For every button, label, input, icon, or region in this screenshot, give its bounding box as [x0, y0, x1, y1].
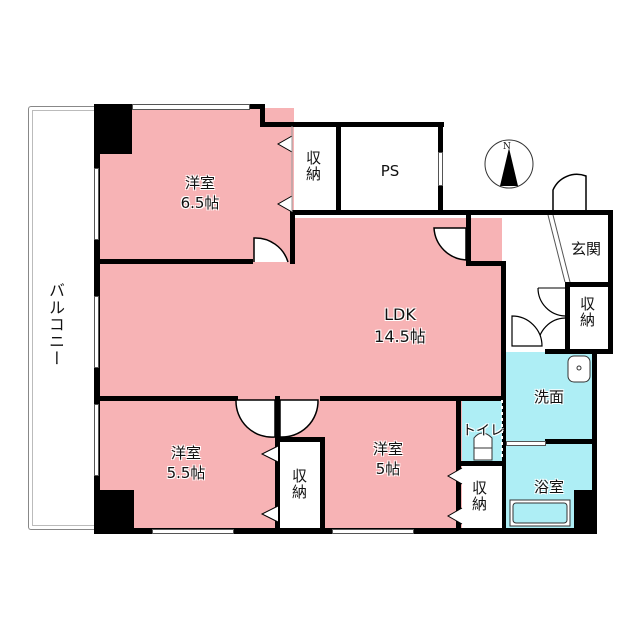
balcony-inner-line	[32, 110, 98, 526]
ps-label: PS	[380, 162, 400, 180]
ldk-notch-wall	[466, 210, 471, 266]
window-south-1	[152, 529, 234, 534]
room2-east-wall	[275, 396, 280, 534]
toilet-south-wall	[456, 461, 506, 466]
storage2-top	[275, 437, 325, 442]
storage2-right	[320, 437, 325, 534]
storage4-left	[565, 282, 570, 352]
storage-2-label: 収納	[290, 468, 308, 500]
western-room-1-name: 洋室	[184, 174, 215, 192]
entrance-label: 玄関	[570, 240, 601, 258]
entrance-north-wall	[466, 210, 612, 215]
western-room-3-size: 5帖	[375, 460, 401, 478]
ldk-south-wall-3	[456, 396, 506, 401]
western-room-3-name: 洋室	[372, 440, 403, 458]
western-room-1-size: 6.5帖	[180, 194, 220, 212]
compass-north-label: N	[503, 142, 511, 152]
storage-1	[294, 126, 336, 212]
window-north	[132, 104, 250, 110]
window-west-1	[94, 168, 99, 240]
door-entrance	[552, 173, 587, 210]
wash-bath-wall	[545, 439, 595, 444]
window-west-3	[94, 404, 99, 476]
storage4-top	[565, 282, 611, 287]
window-west-2	[94, 296, 99, 368]
ldk-name: LDK	[384, 305, 416, 324]
western-room-3	[322, 396, 462, 530]
wet-west-wall	[502, 396, 506, 534]
ldk-south-wall-2	[320, 396, 462, 401]
room1-east-wall	[290, 214, 295, 264]
western-room-2-size: 5.5帖	[166, 464, 206, 482]
ps-bottom-wall	[290, 210, 472, 215]
toilet-label: トイレ	[462, 423, 504, 439]
pillar-se	[574, 490, 596, 534]
ldk-notch-bottom	[466, 261, 506, 266]
ldk-east-wall	[501, 261, 506, 401]
ldk-south-wall-1	[98, 396, 238, 401]
door-room1	[253, 237, 289, 263]
washroom-top	[545, 349, 613, 354]
door-ldk	[433, 227, 467, 261]
north-wall-2	[260, 122, 444, 127]
ldk-size: 14.5帖	[374, 327, 426, 346]
north-step	[260, 104, 265, 126]
window-south-2	[332, 529, 414, 534]
balcony-label: バルコニー	[46, 282, 65, 367]
bathroom-label: 浴室	[533, 478, 564, 496]
balcony	[28, 106, 98, 530]
washroom-label: 洗面	[533, 388, 564, 406]
window-ps	[438, 152, 443, 186]
storage-3	[462, 466, 492, 530]
storage-4-label: 収納	[578, 296, 596, 328]
storage-2	[278, 438, 322, 530]
room1-south-wall	[98, 259, 253, 264]
ps-wall-left	[336, 122, 341, 214]
western-room-2-name: 洋室	[170, 444, 201, 462]
storage-3-label: 収納	[470, 480, 488, 512]
storage-1-label: 収納	[304, 150, 322, 182]
pillar-sw	[94, 490, 134, 534]
pillar-nw	[94, 104, 132, 154]
bath-door	[506, 441, 546, 446]
